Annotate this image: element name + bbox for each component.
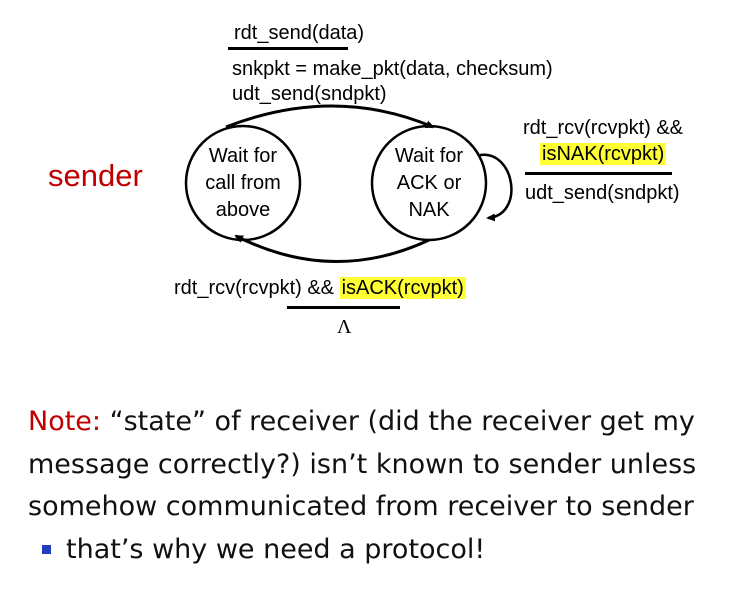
sender-label: sender xyxy=(48,158,143,193)
arrow-nak-selfloop xyxy=(479,153,513,222)
state-line: Wait for xyxy=(208,145,278,167)
state-line: call from xyxy=(205,172,281,194)
nak-event-prefix: rdt_rcv(rcvpkt) && xyxy=(523,117,684,139)
note-line-2: message correctly?) isn’t known to sende… xyxy=(28,449,697,480)
ack-action-lambda: Λ xyxy=(337,316,352,338)
bullet-square-icon xyxy=(42,545,51,554)
ack-divider xyxy=(287,306,400,309)
send-action-udt-send: udt_send(sndpkt) xyxy=(232,83,387,105)
arrow-send-transition xyxy=(225,104,435,129)
ack-event-prefix: rdt_rcv(rcvpkt) && xyxy=(174,277,340,299)
arrow-ack-transition xyxy=(234,234,430,264)
note-line-1: Note: “state” of receiver (did the recei… xyxy=(28,403,695,441)
nak-highlight: isNAK(rcvpkt) xyxy=(540,143,667,165)
state-line: Wait for xyxy=(394,145,464,167)
send-event: rdt_send(data) xyxy=(234,22,365,44)
nak-event-highlight: isNAK(rcvpkt) xyxy=(540,143,667,165)
state-line: above xyxy=(215,199,271,221)
state-wait-call: Wait for call from above xyxy=(186,143,300,224)
note-bullet-text: that’s why we need a protocol! xyxy=(66,534,486,565)
state-wait-ack: Wait for ACK or NAK xyxy=(372,143,486,224)
state-line: NAK xyxy=(408,199,450,221)
send-divider xyxy=(228,47,348,50)
note-label: Note: xyxy=(28,406,102,437)
ack-highlight: isACK(rcvpkt) xyxy=(339,277,466,299)
state-line: ACK or xyxy=(396,172,462,194)
note-line-3: somehow communicated from receiver to se… xyxy=(28,491,694,522)
note-text-1: “state” of receiver (did the receiver ge… xyxy=(101,406,695,437)
send-action-make-pkt: snkpkt = make_pkt(data, checksum) xyxy=(232,58,553,80)
nak-divider xyxy=(525,172,672,175)
ack-event: rdt_rcv(rcvpkt) && isACK(rcvpkt) xyxy=(174,277,466,299)
nak-action: udt_send(sndpkt) xyxy=(525,182,680,204)
